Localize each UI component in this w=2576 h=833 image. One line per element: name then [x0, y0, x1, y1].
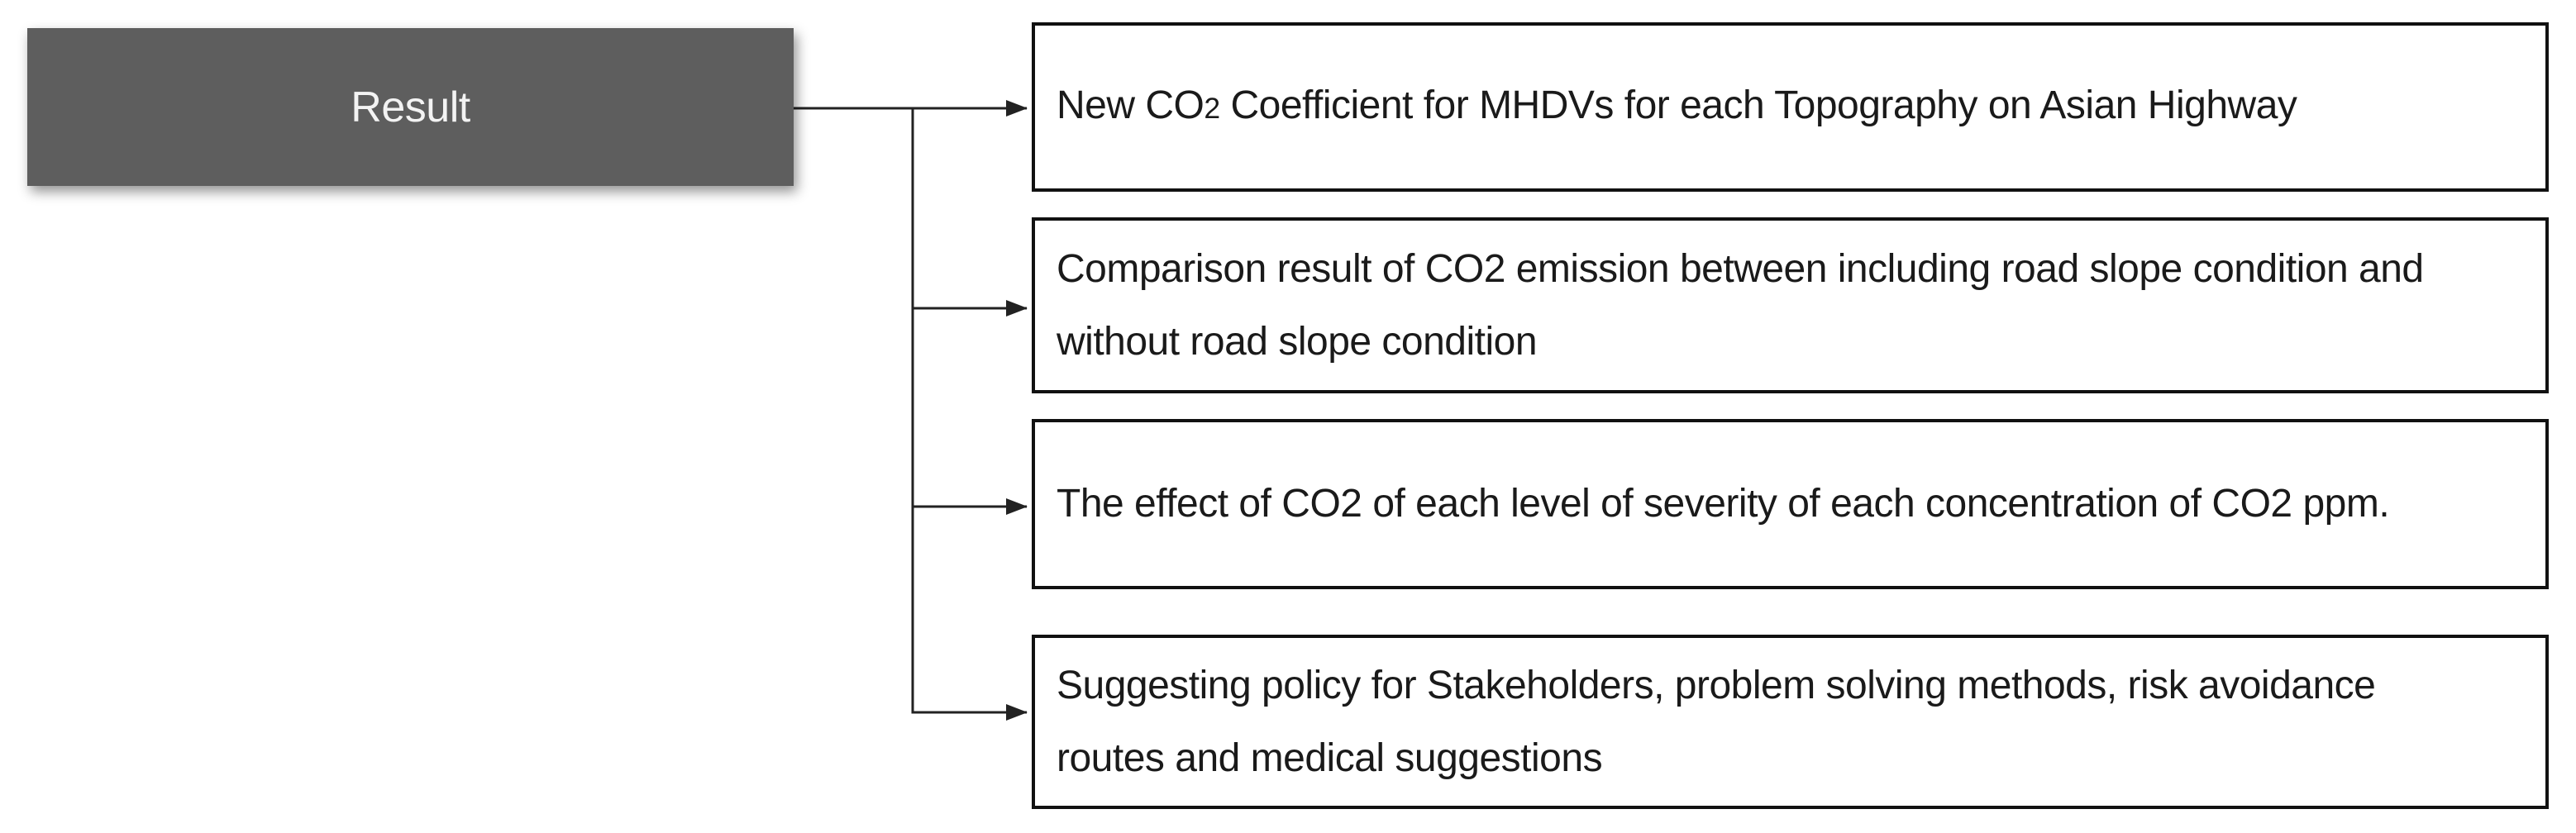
result-item-2-line-2: without road slope condition	[1057, 319, 1538, 364]
result-item-box-3: The effect of CO2 of each level of sever…	[1032, 419, 2549, 589]
connector-trunk-to-box-4	[911, 108, 1028, 721]
result-item-1-text-post: Coefficient for MHDVs for each Topograph…	[1219, 83, 2297, 127]
result-item-3-line-1: The effect of CO2 of each level of sever…	[1057, 482, 2390, 526]
co2-subscript: 2	[1204, 92, 1220, 125]
result-item-2-line-1: Comparison result of CO2 emission betwee…	[1057, 246, 2424, 291]
result-item-4-line-1: Suggesting policy for Stakeholders, prob…	[1057, 663, 2376, 707]
result-item-4-line-2: routes and medical suggestions	[1057, 735, 1603, 780]
result-item-1-text-pre: New CO	[1057, 83, 1205, 127]
result-item-box-2: Comparison result of CO2 emission betwee…	[1032, 217, 2549, 393]
result-item-box-4: Suggesting policy for Stakeholders, prob…	[1032, 635, 2549, 809]
result-node: Result	[27, 28, 794, 186]
result-node-label: Result	[351, 83, 470, 131]
result-item-1-text: New CO2 Coefficient for MHDVs for each T…	[1057, 69, 2545, 145]
result-item-box-1: New CO2 Coefficient for MHDVs for each T…	[1032, 22, 2549, 192]
